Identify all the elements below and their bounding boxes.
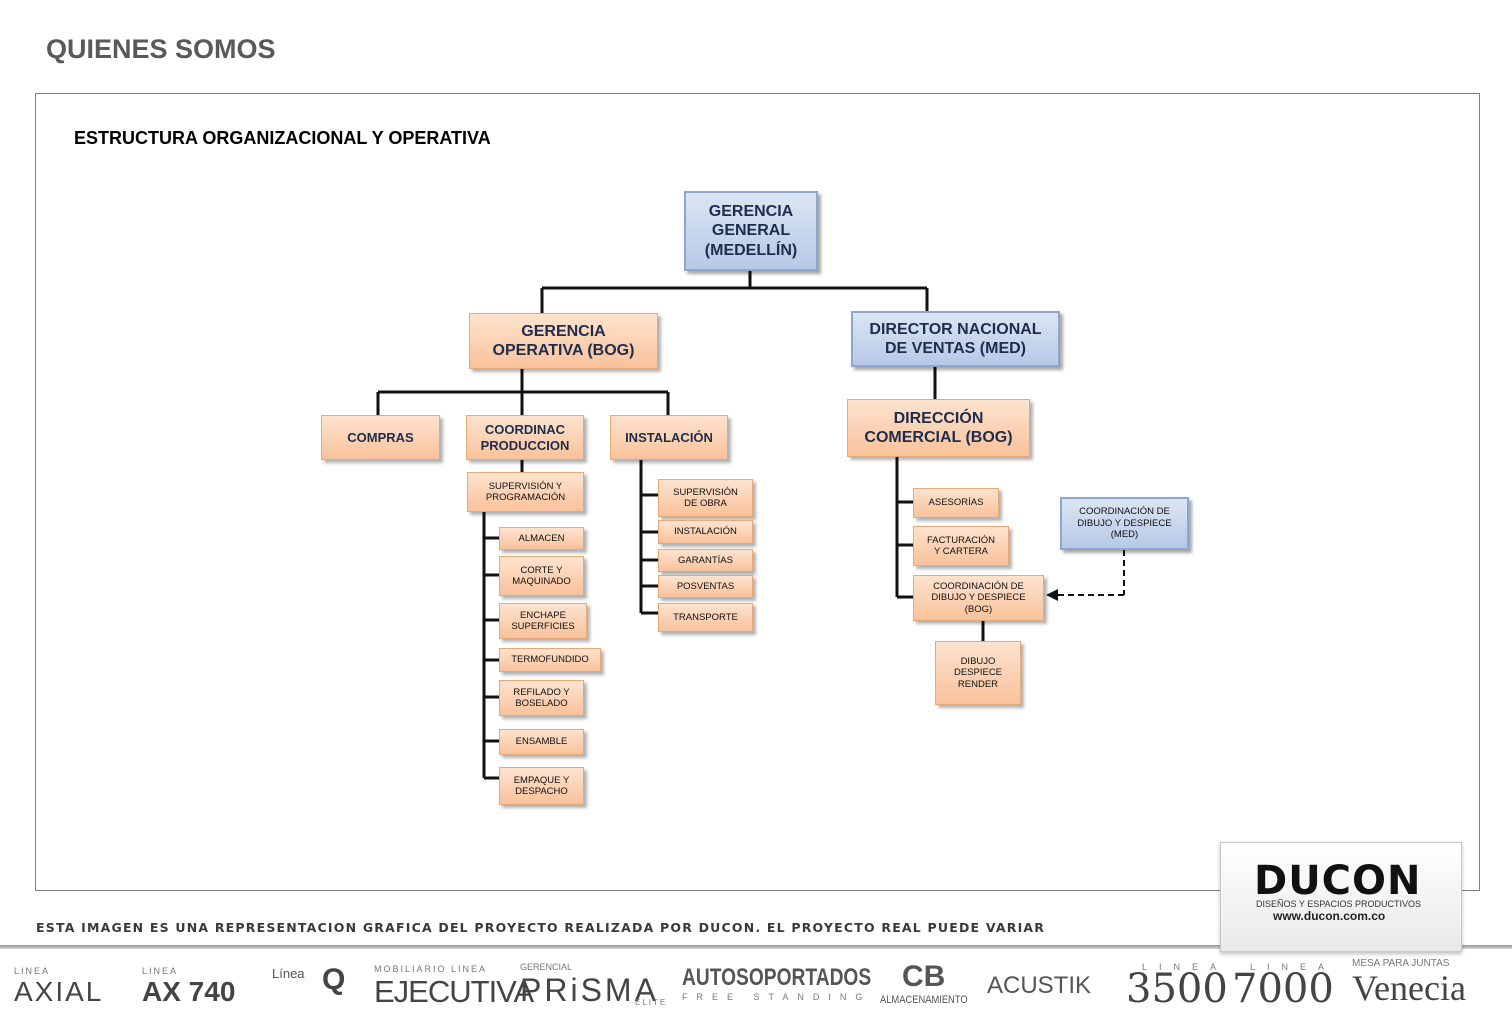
ducon-logo-card (1220, 842, 1462, 952)
chart-subtitle: ESTRUCTURA ORGANIZACIONAL Y OPERATIVA (74, 128, 491, 148)
box-coordinac-produccion: COORDINAC PRODUCCION (466, 415, 584, 460)
box-gerencia-operativa: GERENCIA OPERATIVA (BOG) (469, 313, 658, 369)
ducon-url: www.ducon.com.co (1273, 909, 1386, 923)
box-enchape-superficies: ENCHAPE SUPERFICIES (499, 603, 587, 639)
box-empaque-despacho: EMPAQUE Y DESPACHO (499, 767, 584, 805)
box-gerencia-general: GERENCIA GENERAL (MEDELLÍN) (684, 191, 818, 271)
box-director-ventas: DIRECTOR NACIONAL DE VENTAS (MED) (851, 311, 1060, 367)
box-instalacion-item: INSTALACIÓN (658, 520, 753, 544)
box-compras: COMPRAS (321, 415, 440, 460)
box-asesorias: ASESORÍAS (913, 488, 999, 518)
box-corte-maquinado: CORTE Y MAQUINADO (499, 556, 584, 596)
brand-q: Línea Q (272, 963, 346, 996)
box-garantias: GARANTÍAS (658, 549, 753, 572)
brand-autosoportados: AUTOSOPORTADOS FREE STANDING (682, 964, 872, 1002)
brand-axial: LINEA AXIAL (14, 966, 104, 1007)
box-direccion-comercial: DIRECCIÓN COMERCIAL (BOG) (847, 399, 1030, 457)
ducon-tagline: DISEÑOS Y ESPACIOS PRODUCTIVOS (1256, 899, 1422, 909)
brand-ejecutiva: MOBILIARIO LINEA EJECUTIVA (374, 964, 534, 1009)
box-dibujo-despiece-render: DIBUJO DESPIECE RENDER (935, 641, 1021, 705)
box-almacen: ALMACEN (499, 527, 584, 550)
page-title: QUIENES SOMOS (46, 34, 276, 64)
brand-ax740: LINEA AX 740 (142, 966, 236, 1007)
box-posventas: POSVENTAS (658, 575, 753, 598)
box-ensamble: ENSAMBLE (499, 729, 584, 755)
brand-3500: LINEA 3500 (1126, 962, 1229, 1012)
box-facturacion-cartera: FACTURACIÓN Y CARTERA (913, 526, 1009, 566)
brand-acustik: ACUSTIK (987, 972, 1092, 999)
box-supervision-obra: SUPERVISIÓN DE OBRA (658, 479, 753, 517)
brand-cb: CB ALMACENAMIENTO (880, 960, 968, 1006)
box-termofundido: TERMOFUNDIDO (499, 648, 601, 672)
box-supervision-programacion: SUPERVISIÓN Y PROGRAMACIÓN (467, 472, 584, 512)
footer-divider (0, 945, 1512, 949)
brand-venecia: MESA PARA JUNTAS Venecia (1352, 958, 1466, 1008)
brand-prisma: GERENCIAL PRiSMA ELITE (520, 962, 668, 1008)
disclaimer-text: ESTA IMAGEN ES UNA REPRESENTACION GRAFIC… (36, 920, 1046, 935)
box-coordinacion-bog: COORDINACIÓN DE DIBUJO Y DESPIECE (BOG) (913, 575, 1044, 621)
brand-7000: LINEA 7000 (1232, 962, 1337, 1012)
box-transporte: TRANSPORTE (658, 603, 753, 632)
ducon-logo: DUCON (1254, 858, 1422, 904)
box-refilado-boselado: REFILADO Y BOSELADO (499, 680, 584, 716)
chart-frame (35, 93, 1480, 891)
box-instalacion: INSTALACIÓN (610, 415, 728, 460)
box-coordinacion-med: COORDINACIÓN DE DIBUJO Y DESPIECE (MED) (1060, 497, 1189, 550)
